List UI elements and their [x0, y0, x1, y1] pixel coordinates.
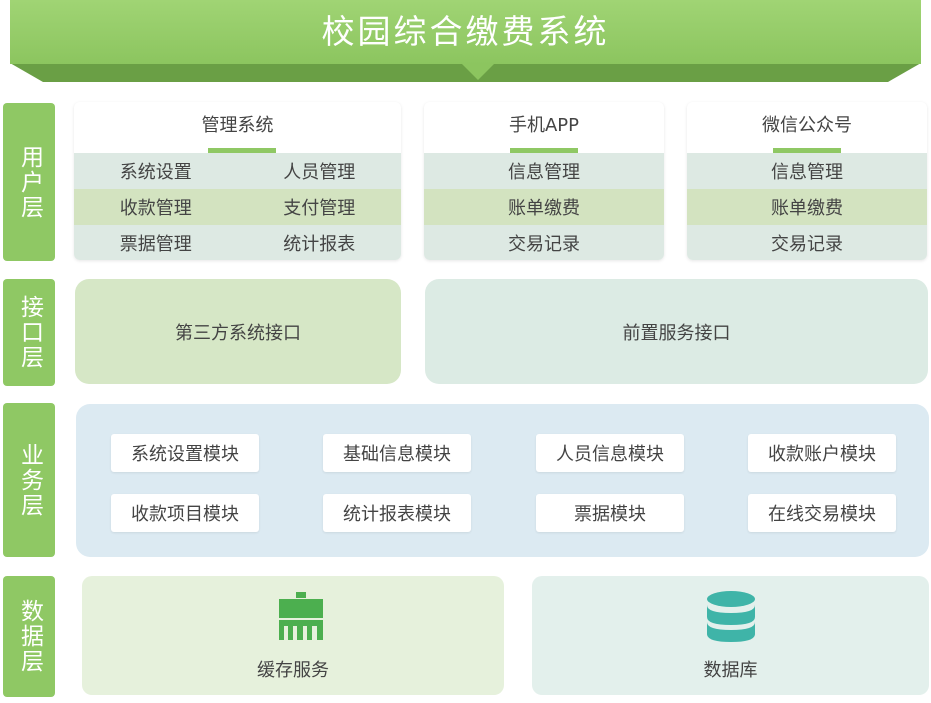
layer-label-interface: 接口层: [3, 279, 55, 386]
mobile-app-card: 手机APP 信息管理 账单缴费 交易记录: [424, 102, 664, 260]
module-box: 系统设置模块: [111, 434, 259, 472]
layer-label-user: 用户层: [3, 103, 55, 261]
card-row: 账单缴费: [424, 189, 664, 225]
card-row: 信息管理: [424, 153, 664, 189]
card-item: 账单缴费: [508, 198, 580, 219]
card-row: 收款管理 支付管理: [74, 189, 401, 225]
card-item: 交易记录: [771, 234, 843, 255]
cache-server-icon: [279, 592, 323, 640]
card-row: 交易记录: [424, 225, 664, 260]
module-box: 收款账户模块: [748, 434, 896, 472]
title-banner: 校园综合缴费系统: [0, 0, 931, 84]
card-title-underline: [773, 148, 841, 153]
database-label: 数据库: [703, 660, 758, 681]
card-row: 信息管理: [687, 153, 927, 189]
card-row: 系统设置 人员管理: [74, 153, 401, 189]
card-item: 系统设置: [119, 162, 192, 183]
card-title-underline: [208, 148, 276, 153]
layer-label-data: 数据层: [3, 576, 55, 697]
module-box: 在线交易模块: [748, 494, 896, 532]
card-title: 手机APP: [508, 115, 580, 136]
card-item: 信息管理: [771, 162, 843, 183]
card-row: 账单缴费: [687, 189, 927, 225]
card-item: 统计报表: [283, 234, 356, 255]
card-item: 账单缴费: [771, 198, 843, 219]
page-title: 校园综合缴费系统: [321, 12, 610, 51]
third-party-interface-box: 第三方系统接口: [75, 279, 401, 384]
module-box: 收款项目模块: [111, 494, 259, 532]
management-system-card: 管理系统 系统设置 人员管理 收款管理 支付管理 票据管理 统计报表: [74, 102, 401, 260]
front-service-interface-box: 前置服务接口: [425, 279, 928, 384]
card-item: 信息管理: [508, 162, 580, 183]
module-box: 票据模块: [536, 494, 684, 532]
card-title-underline: [510, 148, 578, 153]
module-box: 统计报表模块: [323, 494, 471, 532]
card-item: 支付管理: [283, 198, 356, 219]
card-item: 交易记录: [508, 234, 580, 255]
card-row: 交易记录: [687, 225, 927, 260]
business-modules-panel: [76, 404, 929, 557]
module-box: 人员信息模块: [536, 434, 684, 472]
wechat-card: 微信公众号 信息管理 账单缴费 交易记录: [687, 102, 927, 260]
card-item: 收款管理: [119, 198, 192, 219]
module-box: 基础信息模块: [323, 434, 471, 472]
card-item: 人员管理: [283, 162, 356, 183]
card-row: 票据管理 统计报表: [74, 225, 401, 260]
layer-label-business: 业务层: [3, 403, 55, 557]
card-item: 票据管理: [119, 234, 192, 255]
database-icon: [707, 591, 755, 642]
card-title: 微信公众号: [762, 115, 852, 136]
card-title: 管理系统: [201, 115, 274, 136]
title-banner-shape: [10, 0, 921, 82]
cache-service-label: 缓存服务: [257, 660, 329, 681]
